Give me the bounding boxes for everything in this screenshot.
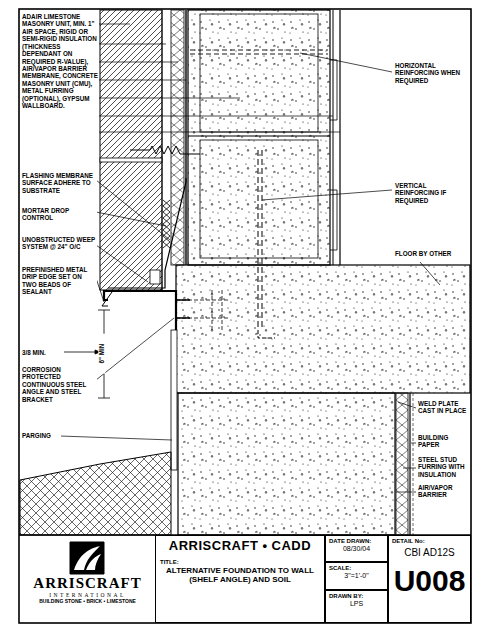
callout-label: VERTICAL REINFORCING IF REQUIRED	[394, 182, 468, 204]
title-block-text: DATE DRAWN:	[329, 538, 384, 545]
title-block-text: LPS	[329, 600, 384, 608]
callout-label: ADAIR LIMESTONE MASONRY UNIT, MIN. 1" AI…	[21, 13, 99, 109]
title-block-text: 08/30/04	[329, 545, 384, 553]
callout-label: WELD PLATE CAST IN PLACE	[417, 400, 469, 415]
drawing-frame	[19, 9, 471, 623]
mortar-drop-mesh	[163, 200, 170, 248]
callout-label: FLOOR BY OTHER	[394, 250, 468, 257]
steel-stud-furring	[396, 393, 413, 535]
soil	[20, 452, 171, 535]
title-block-text: SCALE:	[329, 565, 384, 572]
title-block-text: ARRISCRAFT	[22, 575, 153, 592]
callout-label: PREFINISHED METAL DRIP EDGE SET ON TWO B…	[21, 266, 97, 296]
logo-mark	[70, 542, 104, 574]
logo-cell: ARRISCRAFTINTERNATIONALBUILDING STONE • …	[20, 535, 155, 623]
title-block-text: ARRISCRAFT • CADD	[160, 539, 320, 554]
callout-label: CORROSION PROTECTED CONTINUOUS STEEL ANG…	[21, 366, 97, 403]
title-block-text: U008	[392, 564, 467, 599]
callout-label: PARGING	[21, 432, 61, 439]
title-block-text: 3"=1'-0"	[329, 572, 384, 580]
callout-label: AIR/VAPOR BARRIER	[417, 484, 469, 499]
title-block-text: BUILDING STONE • BRICK • LIMESTONE	[22, 599, 153, 605]
dimension-label: 6" MIN	[98, 334, 105, 374]
leader-lines	[60, 24, 440, 492]
callout-label: FLASHING MEMBRANE SURFACE ADHERE TO SUBS…	[21, 172, 97, 194]
callout-label: HORIZONTAL REINFORCING WHEN REQUIRED	[394, 62, 468, 84]
floor-slab	[176, 265, 470, 393]
title-block-text: CBI AD12S	[392, 547, 467, 559]
callout-label: BUILDING PAPER	[417, 434, 469, 449]
title-block-text: DRAWN BY:	[329, 593, 384, 600]
foundation-wall	[178, 393, 395, 535]
title-block-cell: DATE DRAWN:08/30/04	[325, 535, 388, 562]
title-block-text: TITLE:	[160, 559, 320, 566]
title-block-cell: DRAWN BY:LPS	[325, 590, 388, 623]
title-block-text: ALTERNATIVE FOUNDATION TO WALL (SHELF AN…	[160, 566, 320, 584]
callout-label: UNOBSTRUCTED WEEP SYSTEM @ 24" O/C	[21, 236, 97, 251]
parging	[171, 330, 177, 470]
title-block-cell: ARRISCRAFT • CADD TITLE:ALTERNATIVE FOUND…	[155, 535, 325, 623]
callout-label: MORTAR DROP CONTROL	[21, 207, 97, 222]
title-block-cell: SCALE:3"=1'-0"	[325, 562, 388, 590]
title-block-text: DETAIL No:	[392, 538, 467, 545]
flashing-shelf-angle	[102, 178, 190, 330]
callout-label: 3/8 MIN.	[21, 349, 63, 356]
callout-label: STEEL STUD FURRING WITH INSULATION	[417, 456, 469, 478]
furring-gypsum	[330, 10, 340, 265]
title-block-cell: DETAIL No: CBI AD12S U008	[388, 535, 471, 623]
